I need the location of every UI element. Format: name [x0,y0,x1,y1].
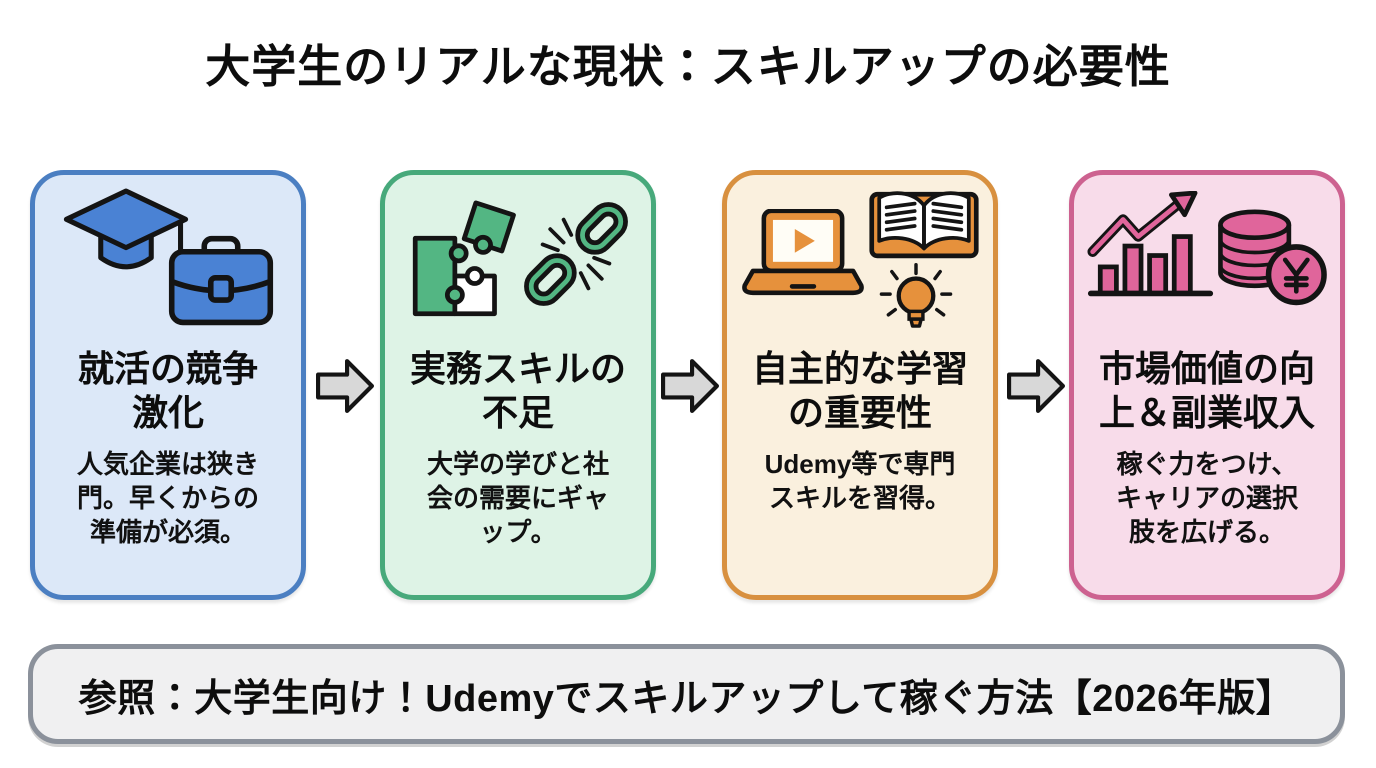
puzzle-icon [412,200,516,317]
broken-chain-icon [524,202,628,306]
card-market-value-icons [1087,189,1327,341]
card-title: 市場価値の向 上＆副業収入 [1098,348,1315,433]
card-self-learning-icons [740,189,980,341]
card-job-competition: 就活の競争 激化 人気企業は狭き 門。早くからの 準備が必須。 [30,170,306,600]
reference-bar: 参照：大学生向け！Udemyでスキルアップして稼ぐ方法【2026年版】 [28,644,1345,744]
yen-coins-icon [1218,209,1327,306]
card-practical-skill-gap: 実務スキルの 不足 大学の学びと社 会の需要にギャ ップ。 [380,170,656,600]
lightbulb-icon [879,263,953,328]
card-job-competition-icons [48,188,288,341]
card-body: 稼ぐ力をつけ、 キャリアの選択 肢を広げる。 [1115,448,1298,548]
briefcase-icon [168,235,274,326]
open-book-icon [869,191,979,259]
card-practical-skill-gap-icons [398,189,638,341]
card-self-learning: 自主的な学習 の重要性 Udemy等で専門 スキルを習得。 [722,170,998,600]
card-title: 自主的な学習 の重要性 [751,348,968,433]
page-title: 大学生のリアルな現状：スキルアップの必要性 [205,41,1171,92]
flow-arrow-icon [316,358,374,414]
card-market-value: 市場価値の向 上＆副業収入 稼ぐ力をつけ、 キャリアの選択 肢を広げる。 [1069,170,1345,600]
graduation-cap-icon [63,188,189,270]
card-body: 人気企業は狭き 門。早くからの 準備が必須。 [76,448,259,548]
growth-chart-icon [1087,191,1214,297]
laptop-video-icon [742,209,864,296]
card-body: Udemy等で専門 スキルを習得。 [764,448,956,514]
flow-arrow-icon [661,358,719,414]
flow-arrow-icon [1007,358,1065,414]
card-body: 大学の学びと社 会の需要にギャ ップ。 [426,448,609,548]
card-title: 就活の競争 激化 [77,348,258,433]
reference-text: 参照：大学生向け！Udemyでスキルアップして稼ぐ方法【2026年版】 [78,677,1295,720]
card-title: 実務スキルの 不足 [409,348,626,433]
